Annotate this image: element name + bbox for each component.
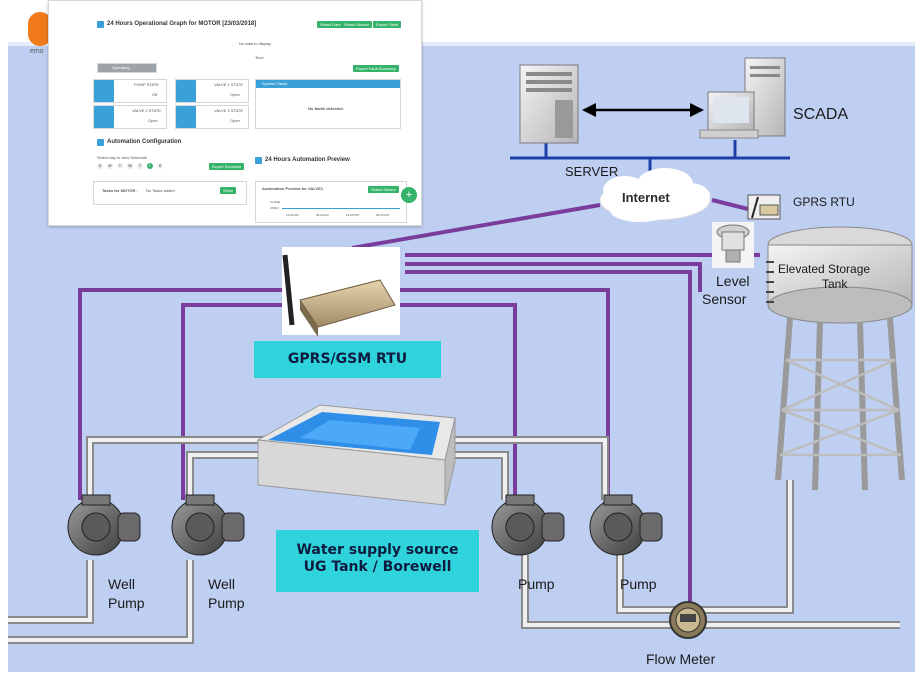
level-sensor-icon — [712, 222, 754, 268]
system-faults-card: System Faults No faults detected. — [255, 79, 401, 129]
preview-time: 06:00 PM — [376, 213, 389, 217]
water-source-label-line2: UG Tank / Borewell — [303, 559, 452, 575]
show-button[interactable]: Show — [220, 187, 237, 194]
preview-timeline — [282, 208, 400, 209]
valve3-state-card: VALVE 3 STATE Open — [175, 105, 249, 129]
select-date-button[interactable]: Select Date — [317, 21, 344, 28]
pipes-inner — [8, 438, 900, 642]
automation-config-title: Automation Configuration — [107, 139, 182, 145]
gprs-gsm-rtu-label: GPRS/GSM RTU — [254, 341, 441, 378]
no-tasks-text: No Tasks added — [146, 188, 175, 193]
water-source-label: Water supply source UG Tank / Borewell — [276, 530, 479, 592]
well-pump-1-label-line1: Well — [108, 576, 135, 592]
day-chip[interactable]: S — [97, 163, 103, 169]
graph-icon — [97, 21, 104, 28]
valve-icon — [176, 80, 196, 102]
preview-y-close: CLOSE — [270, 200, 281, 204]
valve1-state-label: VALVE 1 STATE — [214, 82, 244, 87]
internet-label: Internet — [622, 190, 670, 205]
day-chip-selected[interactable]: F — [147, 163, 153, 169]
pump-state-value: Off — [152, 92, 158, 97]
tasks-card: Tasks for MOTOR : No Tasks added Show — [93, 181, 247, 205]
tasks-for-motor-label: Tasks for MOTOR : — [102, 188, 138, 193]
water-source-label-line1: Water supply source — [296, 542, 459, 558]
storage-tank-label-line1: Elevated Storage — [778, 262, 871, 276]
pump-2-label: Pump — [620, 576, 657, 592]
storage-tank-label-line2: Tank — [822, 277, 848, 291]
add-fab-button[interactable]: + — [401, 187, 417, 203]
well-pump-1-label-line2: Pump — [108, 595, 145, 611]
well-pump-icon — [67, 494, 141, 556]
select-sensor-button[interactable]: Select Sensor — [341, 21, 372, 28]
internet-cloud-icon — [599, 168, 711, 222]
export-schedule-button[interactable]: Export Schedule — [209, 163, 245, 170]
automation-preview-title: 24 Hours Automation Preview — [265, 157, 350, 163]
flow-meter-label: Flow Meter — [646, 651, 716, 667]
valve1-state-value: Open — [230, 92, 240, 97]
server-scada-arrow-icon — [582, 103, 704, 117]
valve-icon — [176, 106, 196, 128]
status-text: Operating — [112, 65, 130, 70]
level-sensor-label-line1: Level — [716, 273, 750, 289]
pump-state-card: PUMP STATE Off — [93, 79, 167, 103]
day-chip[interactable]: W — [127, 163, 133, 169]
pump-icon — [491, 494, 565, 556]
time-axis-label: Time — [255, 55, 264, 60]
map-logo-text: emo — [30, 48, 44, 55]
valve-icon — [94, 106, 114, 128]
system-faults-title: System Faults — [262, 81, 288, 86]
server-icon — [519, 64, 579, 144]
level-sensor-label-line2: Sensor — [702, 291, 747, 307]
day-chip[interactable]: M — [107, 163, 113, 169]
preview-valve-title: Automation Preview for VALVE1 — [262, 186, 323, 191]
graph-title: 24 Hours Operational Graph for MOTOR [23… — [107, 21, 257, 27]
well-pump-icon — [171, 494, 245, 556]
gprs-gsm-rtu-device-icon — [282, 247, 400, 337]
system-faults-header — [256, 80, 400, 88]
status-badge: Operating — [97, 63, 157, 73]
dashboard-screenshot-inset: 24 Hours Operational Graph for MOTOR [23… — [48, 0, 422, 226]
valve2-state-card: VALVE 2 STATE Open — [93, 105, 167, 129]
valve2-state-label: VALVE 2 STATE — [132, 108, 162, 113]
ug-tank-icon — [256, 404, 456, 506]
preview-y-open: OPEN — [270, 206, 279, 210]
no-data-text: No data to display — [239, 41, 272, 46]
valve1-state-card: VALVE 1 STATE Open — [175, 79, 249, 103]
day-chip[interactable]: T — [137, 163, 143, 169]
well-pump-2-label-line2: Pump — [208, 595, 245, 611]
valve3-state-label: VALVE 3 STATE — [214, 108, 244, 113]
preview-time: 12:00 AM — [286, 213, 299, 217]
gprs-rtu-icon — [747, 194, 781, 220]
wiring — [78, 198, 760, 607]
export-table-button[interactable]: Export Table — [373, 21, 402, 28]
header-strip — [8, 42, 915, 46]
gprs-rtu-label: GPRS RTU — [793, 195, 855, 209]
pump-state-label: PUMP STATE — [134, 82, 159, 87]
valve2-state-value: Open — [148, 118, 158, 123]
day-chip[interactable]: S — [157, 163, 163, 169]
flow-meter-icon — [669, 601, 707, 639]
elevated-storage-tank-icon — [766, 226, 913, 491]
export-fault-summary-button[interactable]: Export Fault Summary — [353, 65, 399, 72]
select-sensor-button-2[interactable]: Select Sensor — [368, 186, 399, 193]
scada-workstation-icon — [699, 57, 786, 139]
server-label: SERVER — [565, 164, 619, 179]
no-faults-text: No faults detected. — [308, 106, 344, 111]
day-chip[interactable]: T — [117, 163, 123, 169]
automation-preview-card: Automation Preview for VALVE1 Select Sen… — [255, 181, 407, 223]
well-pump-2-label-line1: Well — [208, 576, 235, 592]
select-day-text: Select day to view Schedule — [97, 155, 148, 160]
preview-time: 06:00 AM — [316, 213, 329, 217]
automation-icon — [97, 139, 104, 146]
power-icon — [94, 80, 114, 102]
valve3-state-value: Open — [230, 118, 240, 123]
preview-time: 12:00 PM — [346, 213, 359, 217]
pump-icon — [589, 494, 663, 556]
pump-1-label: Pump — [518, 576, 555, 592]
preview-icon — [255, 157, 262, 164]
scada-label: SCADA — [793, 106, 849, 123]
